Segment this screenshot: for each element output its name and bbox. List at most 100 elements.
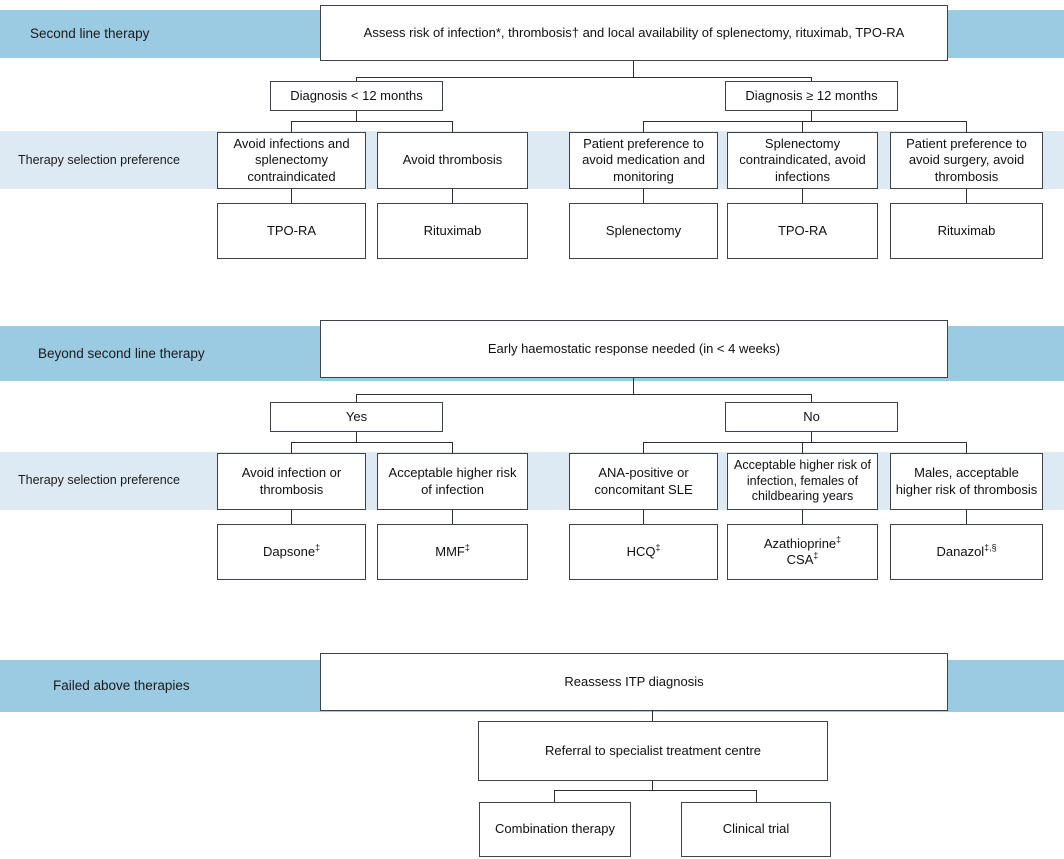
preference-box-1-4[interactable]: Splenectomy contraindicated, avoid infec… <box>727 132 878 189</box>
head-box-text: Reassess ITP diagnosis <box>564 673 704 689</box>
final-option-label: Combination therapy <box>495 821 615 837</box>
treatment-label: Dapsone‡ <box>263 542 320 559</box>
head-box-early-haemostatic-response[interactable]: Early haemostatic response needed (in < … <box>320 320 948 378</box>
connector-v <box>291 510 292 524</box>
connector-v <box>643 442 644 453</box>
branch-box-diagnosis-lt-12[interactable]: Diagnosis < 12 months <box>270 81 443 111</box>
connector-v <box>802 121 803 132</box>
subsection-label-therapy-preference-2: Therapy selection preference <box>18 473 180 487</box>
treatment-label: TPO-RA <box>777 222 828 238</box>
treatment-box-1-2[interactable]: Rituximab <box>377 203 528 259</box>
branch-label: Diagnosis ≥ 12 months <box>745 87 878 103</box>
connector-v <box>811 432 812 442</box>
head-box-reassess-itp[interactable]: Reassess ITP diagnosis <box>320 653 948 711</box>
connector-v <box>452 121 453 132</box>
connector-v <box>291 189 292 203</box>
treatment-label: MMF‡ <box>435 542 470 559</box>
referral-label: Referral to specialist treatment centre <box>544 742 762 758</box>
connector-v <box>811 77 812 81</box>
connector-v <box>802 442 803 453</box>
connector-v <box>356 432 357 442</box>
preference-box-2-1[interactable]: Avoid infection or thrombosis <box>217 453 366 510</box>
preference-label: Patient preference to avoid surgery, avo… <box>906 136 1027 184</box>
treatment-box-1-3[interactable]: Splenectomy <box>569 203 718 259</box>
treatment-label: Danazol‡,§ <box>936 542 997 559</box>
connector-v <box>652 711 653 721</box>
preference-box-2-4[interactable]: Acceptable higher risk of infection, fem… <box>727 453 878 510</box>
treatment-box-2-5[interactable]: Danazol‡,§ <box>890 524 1043 580</box>
treatment-label: Rituximab <box>423 222 482 238</box>
connector-v <box>811 394 812 402</box>
connector-v <box>811 111 812 121</box>
final-option-combination-therapy[interactable]: Combination therapy <box>479 802 631 857</box>
branch-box-diagnosis-gte-12[interactable]: Diagnosis ≥ 12 months <box>725 81 898 111</box>
treatment-label: Splenectomy <box>605 222 682 238</box>
treatment-box-1-1[interactable]: TPO-RA <box>217 203 366 259</box>
connector-v <box>452 510 453 524</box>
subsection-band-therapy-preference-2 <box>0 452 1064 510</box>
branch-label: No <box>803 408 820 424</box>
connector-h <box>554 790 757 791</box>
section-label-beyond-second-line: Beyond second line therapy <box>38 346 205 361</box>
connector-v <box>802 189 803 203</box>
treatment-label: TPO-RA <box>266 222 317 238</box>
branch-box-yes[interactable]: Yes <box>270 402 443 432</box>
connector-v <box>966 189 967 203</box>
connector-v <box>643 121 644 132</box>
connector-v <box>643 189 644 203</box>
preference-label: ANA-positive or concomitant SLE <box>594 465 693 497</box>
preference-box-1-3[interactable]: Patient preference to avoid medication a… <box>569 132 718 189</box>
connector-v <box>291 442 292 453</box>
connector-v <box>633 61 634 77</box>
connector-h <box>643 442 967 443</box>
preference-label: Acceptable higher risk of infection, fem… <box>734 458 871 504</box>
preference-box-1-2[interactable]: Avoid thrombosis <box>377 132 528 189</box>
treatment-box-2-4[interactable]: Azathioprine‡CSA‡ <box>727 524 878 580</box>
head-box-text: Early haemostatic response needed (in < … <box>487 340 781 356</box>
treatment-box-2-3[interactable]: HCQ‡ <box>569 524 718 580</box>
preference-label: Patient preference to avoid medication a… <box>582 136 705 184</box>
final-option-label: Clinical trial <box>722 821 790 837</box>
connector-v <box>756 790 757 802</box>
treatment-box-1-5[interactable]: Rituximab <box>890 203 1043 259</box>
branch-box-no[interactable]: No <box>725 402 898 432</box>
connector-v <box>291 121 292 132</box>
final-option-clinical-trial[interactable]: Clinical trial <box>681 802 831 857</box>
section-label-failed-above: Failed above therapies <box>53 678 190 693</box>
preference-box-2-3[interactable]: ANA-positive or concomitant SLE <box>569 453 718 510</box>
connector-v <box>452 442 453 453</box>
preference-label: Males, acceptable higher risk of thrombo… <box>895 465 1038 497</box>
branch-label: Diagnosis < 12 months <box>290 87 423 103</box>
treatment-box-1-4[interactable]: TPO-RA <box>727 203 878 259</box>
connector-h <box>291 121 453 122</box>
treatment-box-2-1[interactable]: Dapsone‡ <box>217 524 366 580</box>
head-box-assess-risk-text: Assess risk of infection*, thrombosis† a… <box>363 24 905 40</box>
preference-box-2-2[interactable]: Acceptable higher risk of infection <box>377 453 528 510</box>
preference-box-1-1[interactable]: Avoid infections and splenectomy contrai… <box>217 132 366 189</box>
connector-v <box>652 781 653 790</box>
head-box-assess-risk[interactable]: Assess risk of infection*, thrombosis† a… <box>320 5 948 61</box>
preference-box-1-5[interactable]: Patient preference to avoid surgery, avo… <box>890 132 1043 189</box>
preference-label: Splenectomy contraindicated, avoid infec… <box>739 136 866 184</box>
connector-h <box>356 77 812 78</box>
subsection-label-therapy-preference-1: Therapy selection preference <box>18 153 180 167</box>
connector-h <box>291 442 453 443</box>
connector-v <box>966 442 967 453</box>
preference-label: Avoid infection or thrombosis <box>241 465 342 497</box>
connector-v <box>452 189 453 203</box>
treatment-label: Rituximab <box>937 222 996 238</box>
connector-v <box>802 510 803 524</box>
referral-box[interactable]: Referral to specialist treatment centre <box>478 721 828 781</box>
connector-v <box>356 77 357 81</box>
connector-v <box>356 111 357 121</box>
treatment-label: Azathioprine‡CSA‡ <box>763 534 842 567</box>
preference-label: Acceptable higher risk of infection <box>388 465 517 497</box>
connector-v <box>966 510 967 524</box>
section-label-second-line: Second line therapy <box>30 26 150 41</box>
connector-v <box>966 121 967 132</box>
branch-label: Yes <box>345 408 368 424</box>
preference-label: Avoid thrombosis <box>402 152 503 168</box>
preference-box-2-5[interactable]: Males, acceptable higher risk of thrombo… <box>890 453 1043 510</box>
treatment-box-2-2[interactable]: MMF‡ <box>377 524 528 580</box>
